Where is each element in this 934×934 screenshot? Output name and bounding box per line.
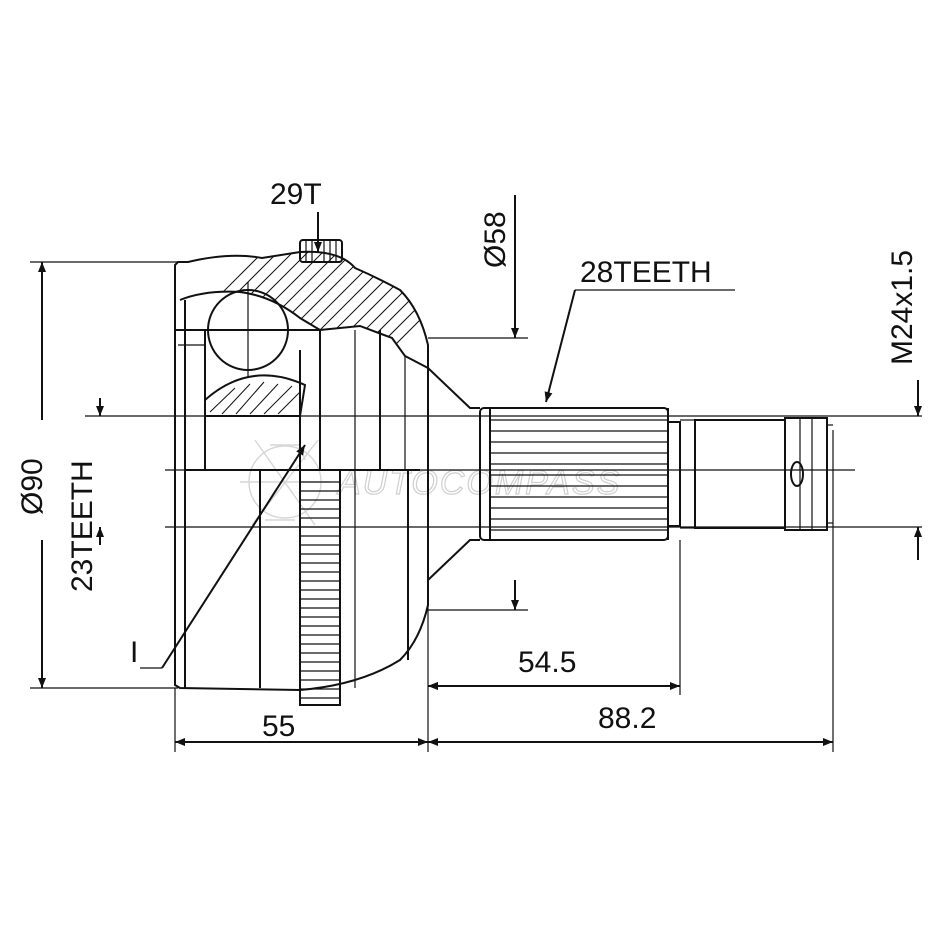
dim-28teeth: 28TEETH (544, 256, 735, 403)
dim-dia58: Ø58 (428, 195, 528, 611)
shaft (427, 367, 833, 581)
label-54-5: 54.5 (518, 646, 576, 679)
label-23teeth: 23TEETH (66, 460, 99, 592)
dim-23teeth: 23TEETH (66, 398, 104, 592)
dim-thread: M24x1.5 (886, 250, 922, 560)
dim-detail-i: I (130, 444, 306, 669)
dim-dia90: Ø90 (16, 261, 178, 689)
ball-cage (200, 282, 321, 470)
label-55: 55 (262, 710, 295, 743)
label-28teeth: 28TEETH (580, 256, 712, 289)
abs-ring (299, 469, 341, 706)
dim-29t: 29T (270, 178, 343, 263)
label-dia58: Ø58 (479, 211, 512, 268)
label-roman-i: I (130, 636, 138, 669)
label-29t: 29T (270, 178, 322, 211)
dim-55: 55 (174, 605, 429, 752)
dim-88-2: 88.2 (428, 430, 834, 752)
dim-54-5: 54.5 (428, 540, 681, 695)
label-dia90: Ø90 (16, 458, 49, 515)
label-thread: M24x1.5 (886, 250, 919, 365)
label-88-2: 88.2 (598, 702, 656, 735)
